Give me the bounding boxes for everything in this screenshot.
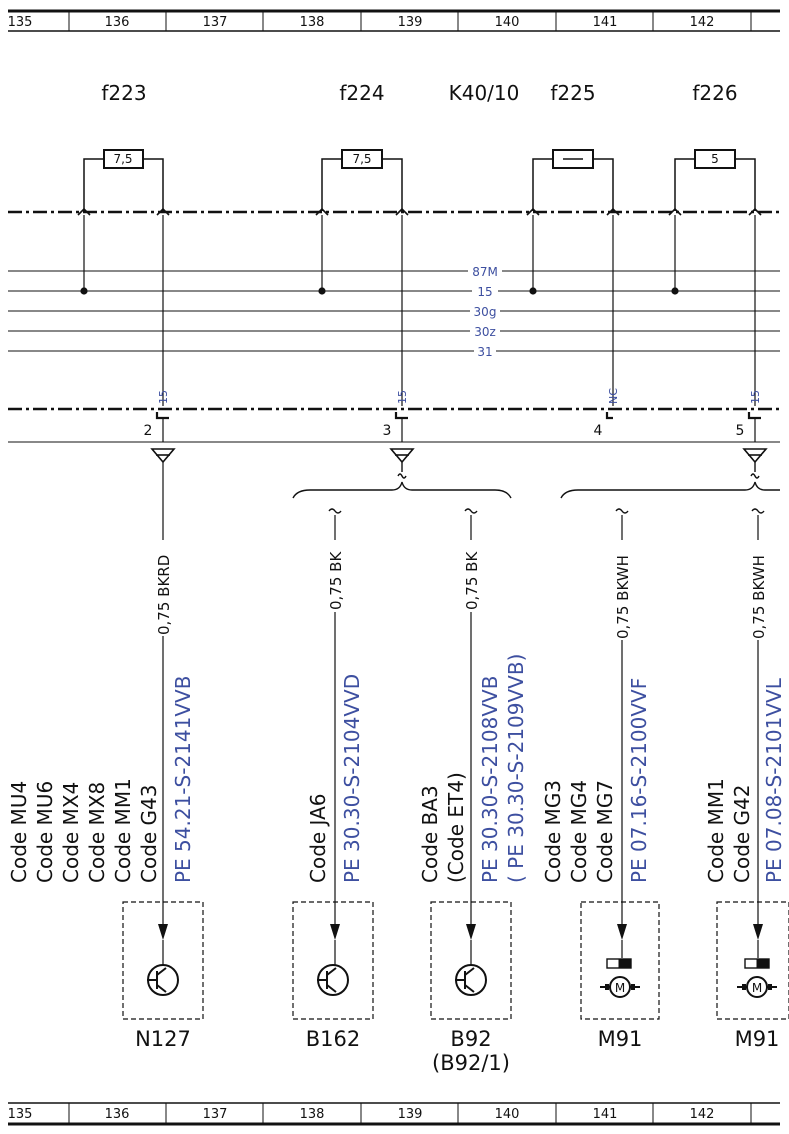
ruler-cell-140: 140: [495, 1107, 520, 1122]
code-label: (Code ET4): [444, 772, 468, 883]
component-label-b162: B162: [306, 1027, 361, 1051]
upper-terminals: [77, 207, 762, 216]
fuse-label-f223: f223: [101, 81, 146, 105]
ruler-cell-137: 137: [203, 1107, 228, 1122]
pin-number-2: 2: [144, 423, 153, 439]
code-label: Code MM1: [704, 778, 728, 883]
ruler-cell-142: 142: [690, 15, 715, 30]
codes-n127: Code MU4 Code MU6 Code MX4 Code MX8 Code…: [7, 676, 195, 883]
wire-label-b92: 0,75 BK: [463, 551, 481, 610]
pin-number-4: 4: [594, 423, 603, 439]
transistor-icon: [317, 940, 349, 996]
codes-b162: Code JA6 PE 30.30-S-2104VVD: [306, 674, 364, 883]
codes-b92: Code BA3 (Code ET4) PE 30.30-S-2108VVB (…: [418, 654, 528, 883]
bottom-ruler: [8, 1102, 780, 1126]
ruler-cell-136: 136: [105, 15, 130, 30]
terminal-label-out-3: 15: [396, 390, 409, 404]
code-label: Code JA6: [306, 793, 330, 883]
splice-braces: [292, 462, 780, 514]
terminal-label-out-4: NC: [607, 388, 620, 404]
ruler-cell-137: 137: [203, 15, 228, 30]
fuse-f223: [83, 149, 164, 211]
code-label: Code BA3: [418, 785, 442, 883]
ruler-cell-142: 142: [690, 1107, 715, 1122]
fuse-input-wires: [80, 215, 679, 295]
ruler-cell-139: 139: [398, 1107, 423, 1122]
code-label: Code MX8: [85, 782, 109, 883]
fuse-label-f224: f224: [339, 81, 384, 105]
code-label: Code MX4: [59, 782, 83, 883]
component-label-m91-b: M91: [735, 1027, 780, 1051]
code-label: Code MG4: [567, 780, 591, 883]
component-boxes: [122, 901, 789, 1020]
ruler-cell-138: 138: [300, 1107, 325, 1122]
ruler-cell-139: 139: [398, 15, 423, 30]
bus-label-31: 31: [477, 345, 492, 359]
connector-symbols: [150, 448, 768, 464]
transistor-icon: [455, 940, 487, 996]
svg-text:M: M: [752, 981, 762, 995]
bus-label-30g: 30g: [474, 305, 497, 319]
relay-label: K40/10: [449, 81, 520, 105]
ruler-cell-135: 135: [8, 1107, 33, 1122]
bus-label-87m: 87M: [472, 265, 498, 279]
code-label: Code MG7: [593, 780, 617, 883]
ruler-cell-141: 141: [593, 1107, 618, 1122]
component-label-m91-a: M91: [598, 1027, 643, 1051]
ruler-cell-136: 136: [105, 1107, 130, 1122]
motor-icon: M: [737, 940, 777, 998]
wire-label-m91-b: 0,75 BKWH: [750, 555, 768, 639]
component-label-n127: N127: [135, 1027, 191, 1051]
bottom-ruler-labels: 135 136 137 138 139 140 141 142: [8, 1107, 715, 1122]
part-number: PE 30.30-S-2104VVD: [340, 674, 364, 883]
wire-label-n127: 0,75 BKRD: [155, 555, 173, 635]
part-number: ( PE 30.30-S-2109VVB): [504, 654, 528, 883]
codes-m91-b: Code MM1 Code G42 PE 07.08-S-2101VVL: [704, 677, 786, 883]
pin-number-5: 5: [736, 423, 745, 439]
branch-wires: [162, 462, 759, 925]
part-number: PE 54.21-S-2141VVB: [171, 676, 195, 883]
fuse-f226: [674, 149, 756, 211]
code-label: Code G43: [137, 784, 161, 883]
fuse-f225: [532, 149, 614, 211]
arrow-heads: [158, 924, 763, 940]
fuse-label-f225: f225: [550, 81, 595, 105]
ruler-cell-135: 135: [8, 15, 33, 30]
wire-label-m91-a: 0,75 BKWH: [614, 555, 632, 639]
code-label: Code MG3: [541, 780, 565, 883]
part-number: PE 07.08-S-2101VVL: [762, 677, 786, 883]
fuse-f224: [321, 149, 403, 211]
component-label-b92: B92: [450, 1027, 491, 1051]
wire-label-b162: 0,75 BK: [327, 551, 345, 610]
top-ruler: [8, 9, 780, 32]
ruler-cell-140: 140: [495, 15, 520, 30]
terminal-label-out-5: 15: [749, 390, 762, 404]
code-label: Code G42: [730, 784, 754, 883]
code-label: Code MM1: [111, 778, 135, 883]
component-sublabel-b92: (B92/1): [432, 1051, 510, 1075]
part-number: PE 30.30-S-2108VVB: [478, 676, 502, 883]
bus-label-15: 15: [477, 285, 492, 299]
ruler-cell-138: 138: [300, 15, 325, 30]
code-label: Code MU6: [33, 781, 57, 883]
terminal-label-out-2: 15: [157, 390, 170, 404]
codes-m91-a: Code MG3 Code MG4 Code MG7 PE 07.16-S-21…: [541, 678, 651, 883]
pin-number-3: 3: [383, 423, 392, 439]
bus-lines: [8, 270, 780, 352]
lower-terminals: [155, 412, 761, 442]
code-label: Code MU4: [7, 781, 31, 883]
fuse-rating-f224: 7,5: [352, 152, 371, 166]
ruler-cell-141: 141: [593, 15, 618, 30]
motor-icon: M: [600, 940, 640, 998]
svg-text:M: M: [615, 981, 625, 995]
fuse-label-f226: f226: [692, 81, 737, 105]
transistor-icon: [147, 940, 179, 996]
bus-label-30z: 30z: [474, 325, 496, 339]
top-ruler-labels: 135 136 137 138 139 140 141 142: [8, 15, 715, 30]
part-number: PE 07.16-S-2100VVF: [627, 678, 651, 883]
fuse-output-wires: [162, 215, 756, 406]
fuse-rating-f226: 5: [711, 152, 719, 166]
fuse-rating-f223: 7,5: [113, 152, 132, 166]
